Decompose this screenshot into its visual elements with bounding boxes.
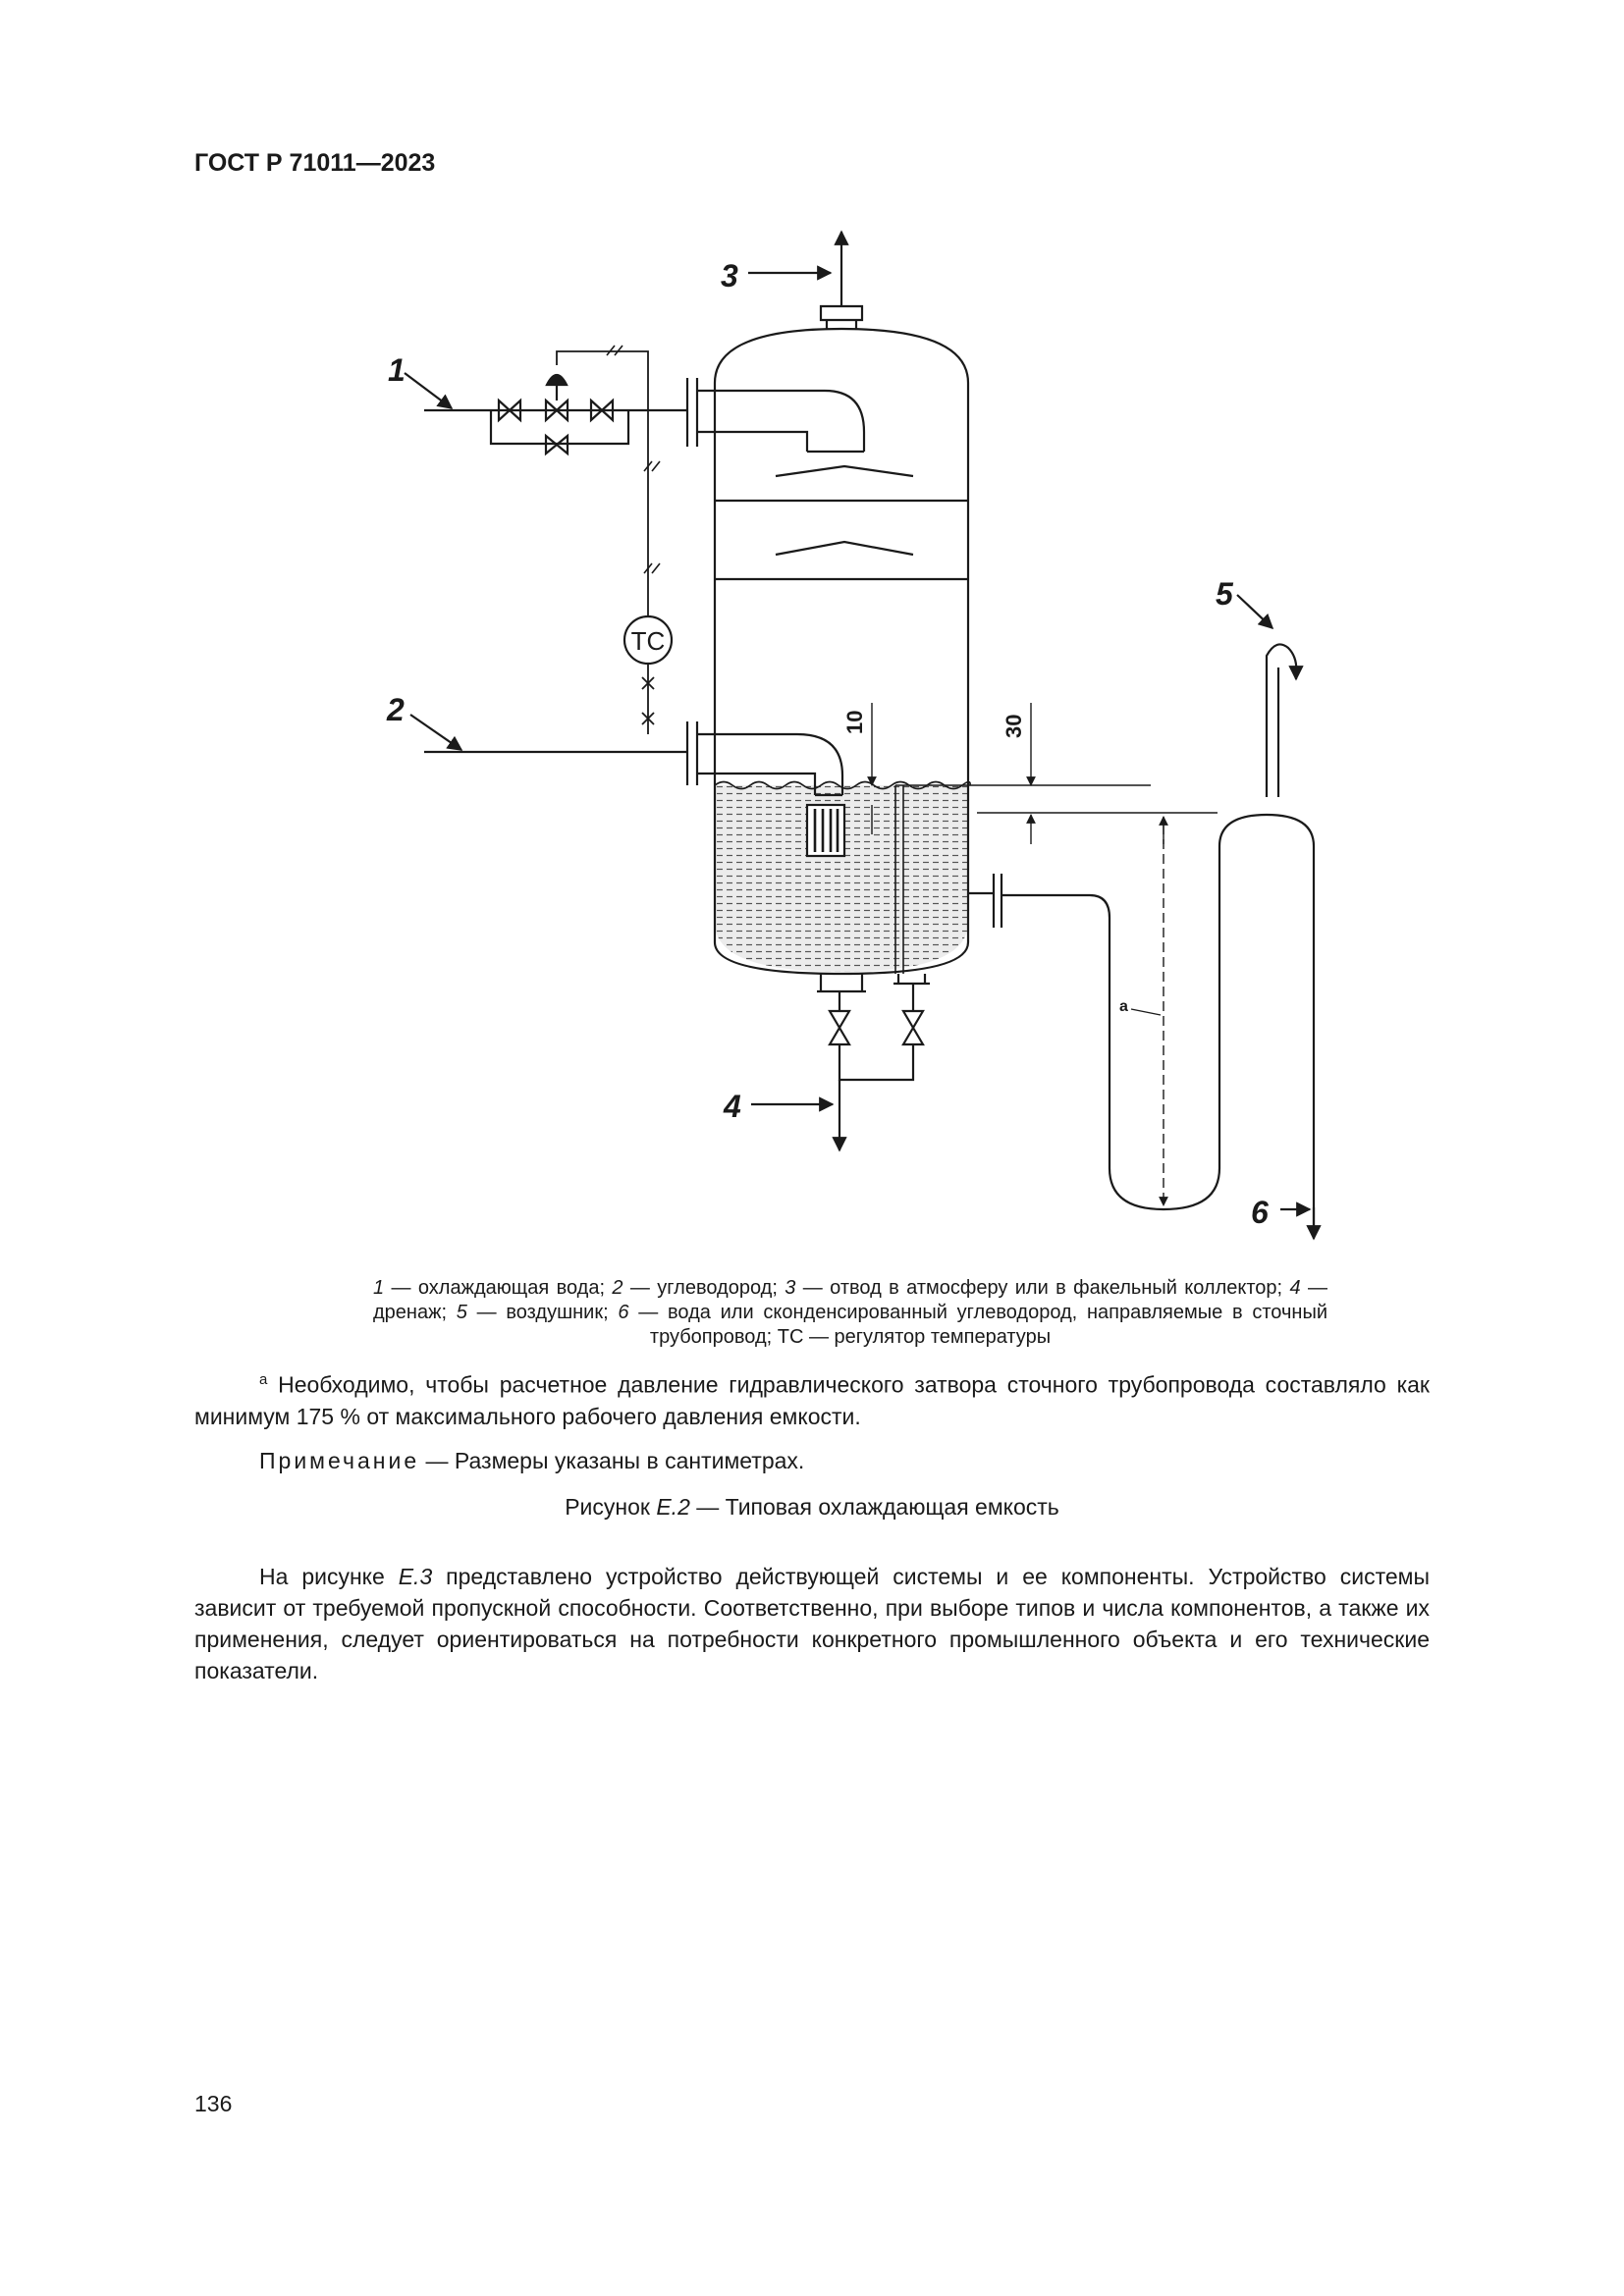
tc-label: ТС [631, 626, 666, 656]
label-1: 1 [388, 352, 406, 388]
page-number: 136 [194, 2091, 233, 2116]
footnote-a: a Необходимо, чтобы расчетное давление г… [194, 1371, 1430, 1429]
body-paragraph: На рисунке Е.3 представлено устройство д… [194, 1564, 1430, 1683]
dimension-a-marker: a [1119, 998, 1128, 1015]
label-2: 2 [386, 692, 405, 727]
liquid-fill [715, 785, 968, 972]
label-4: 4 [723, 1089, 741, 1124]
dimension-30: 30 [1001, 715, 1026, 738]
label-5: 5 [1216, 576, 1234, 612]
label-6: 6 [1251, 1195, 1269, 1230]
cooling-vessel-diagram: 1 2 3 4 5 6 ТС 10 30 a [386, 230, 1322, 1241]
document-code-header: ГОСТ Р 71011—2023 [194, 149, 436, 177]
dimension-10: 10 [842, 711, 867, 734]
label-3: 3 [721, 258, 738, 294]
liquid-surface [714, 780, 971, 790]
figure-legend: 1 — охлаждающая вода; 2 — углеводород; 3… [373, 1277, 1328, 1348]
note-dimensions: Примечание — Размеры указаны в сантиметр… [259, 1448, 805, 1473]
vessel-shell [713, 327, 970, 976]
figure-title: Рисунок Е.2 — Типовая охлаждающая емкост… [565, 1494, 1059, 1520]
